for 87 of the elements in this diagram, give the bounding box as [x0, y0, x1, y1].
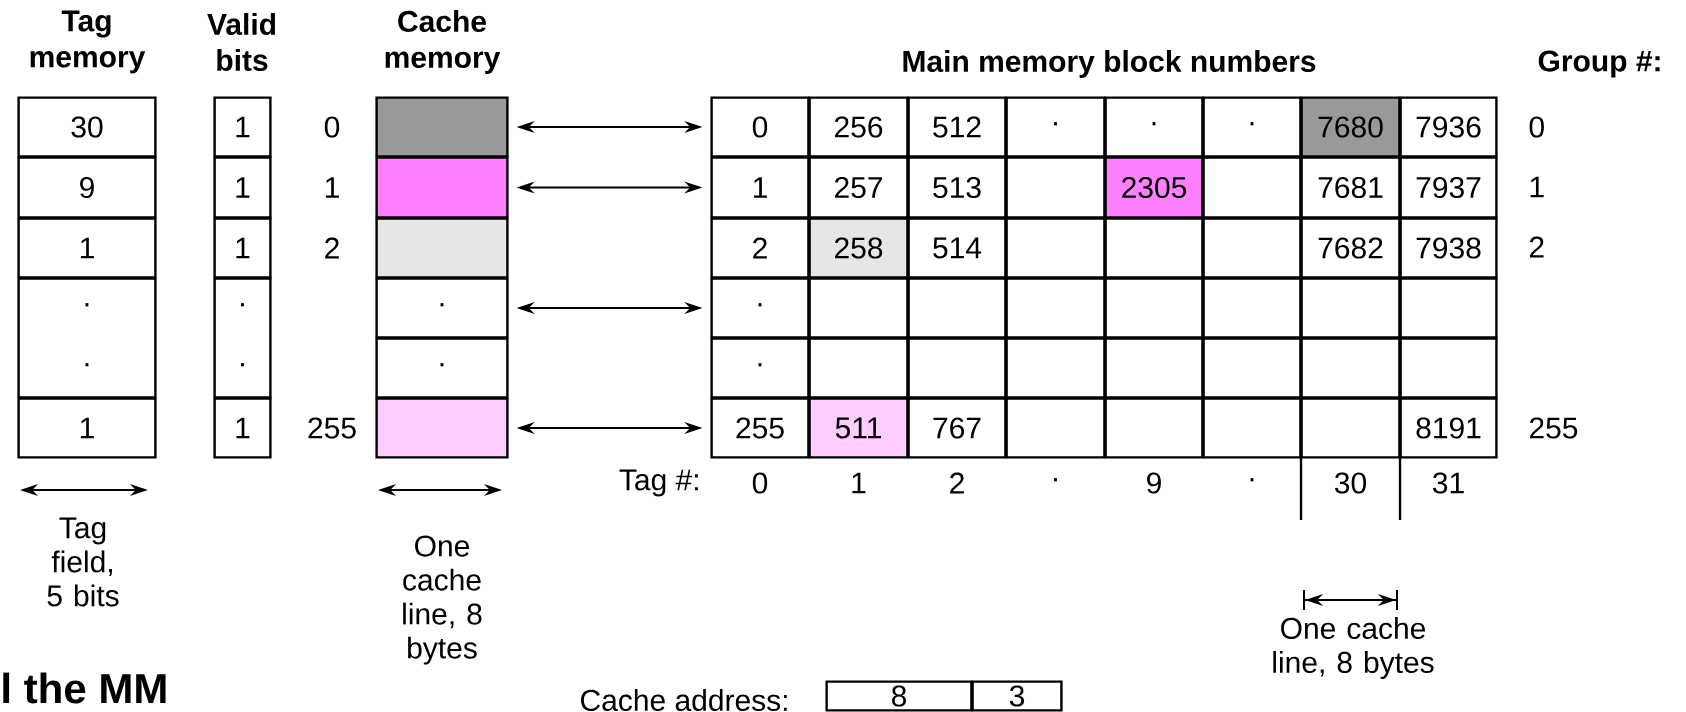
label: Cache address: [581, 689, 787, 711]
label: One cache line, 8 bytes [403, 535, 482, 665]
valid-bit-cell: 1 [213, 96, 272, 158]
memory-block-cell: 7938 [1399, 217, 1498, 279]
memory-block-cell [1202, 156, 1302, 219]
memory-block-cell [1202, 337, 1302, 399]
heading: l the MM [3, 672, 166, 704]
memory-block-cell [1104, 397, 1204, 459]
label: 1 [852, 472, 866, 494]
memory-block-cell: 513 [907, 156, 1007, 219]
memory-block-cell: 0 [710, 96, 810, 158]
memory-block-cell: 256 [808, 96, 909, 158]
memory-block-cell: 257 [808, 156, 909, 219]
column-heading: Cache memory [385, 10, 501, 74]
address-field-cell: 8 [825, 680, 973, 712]
memory-block-cell: 7682 [1300, 217, 1401, 279]
label: 2 [1529, 236, 1544, 258]
tag-cell: 30 [17, 96, 157, 158]
label: · [1054, 478, 1057, 482]
label: 9 [1147, 472, 1161, 494]
memory-block-cell [907, 337, 1007, 399]
memory-block-cell [1104, 337, 1204, 399]
memory-block-cell [1005, 397, 1106, 459]
memory-block-cell [1202, 217, 1302, 279]
column-heading: Tag memory [30, 10, 146, 74]
memory-block-cell [808, 277, 909, 339]
memory-block-cell [1005, 156, 1106, 219]
memory-block-cell [1300, 337, 1401, 399]
memory-block-cell: · [710, 277, 810, 339]
memory-block-cell: 258 [808, 217, 909, 279]
memory-block-cell [1300, 277, 1401, 339]
memory-block-cell: 7680 [1300, 96, 1401, 158]
memory-block-cell [1104, 217, 1204, 279]
memory-block-cell: · [710, 337, 810, 399]
label: Tag field, 5 bits [47, 517, 119, 607]
label: 30 [1334, 472, 1366, 494]
row-number: 255 [308, 417, 356, 439]
memory-block-cell [808, 337, 909, 399]
label: 0 [1529, 116, 1544, 138]
memory-block-cell [1104, 277, 1204, 339]
label: One cache line, 8 bytes [1273, 617, 1434, 679]
memory-block-cell: 2305 [1104, 156, 1204, 219]
memory-block-cell: 255 [710, 397, 810, 459]
memory-block-cell [1202, 277, 1302, 339]
row-number: 0 [324, 116, 340, 138]
label: 255 [1529, 417, 1578, 439]
memory-block-cell [1399, 337, 1498, 399]
memory-block-cell: 512 [907, 96, 1007, 158]
valid-bit-cell: 1 [213, 397, 272, 459]
column-heading: Main memory block numbers [903, 50, 1316, 78]
tag-cell: 1 [17, 397, 157, 459]
label: 1 [1530, 176, 1544, 198]
memory-block-cell [1300, 397, 1401, 459]
memory-block-cell [1005, 217, 1106, 279]
label: 31 [1432, 472, 1464, 494]
memory-block-cell: 7681 [1300, 156, 1401, 219]
memory-block-cell [907, 277, 1007, 339]
row-number: 1 [325, 177, 339, 198]
memory-block-cell [1005, 337, 1106, 399]
tag-cell: 1 [17, 217, 157, 279]
memory-block-cell: 1 [710, 156, 810, 219]
column-heading: Valid bits [207, 13, 276, 71]
memory-block-cell: 511 [808, 397, 909, 459]
memory-block-cell: 7936 [1399, 96, 1498, 158]
memory-block-cell: 7937 [1399, 156, 1498, 219]
tag-cell: · · [17, 277, 157, 399]
label: 0 [752, 472, 768, 494]
valid-bit-cell: · · [213, 277, 272, 399]
memory-block-cell: · [1005, 96, 1106, 158]
row-number: 2 [325, 237, 339, 259]
label: · [1250, 478, 1254, 482]
memory-block-cell [1202, 397, 1302, 459]
column-heading: Group #: [1538, 50, 1660, 78]
memory-block-cell: 8191 [1399, 397, 1498, 459]
memory-block-cell: · [1104, 96, 1204, 158]
address-field-cell: 3 [971, 680, 1063, 712]
memory-block-cell: · [1202, 96, 1302, 158]
memory-block-cell: 514 [907, 217, 1007, 279]
memory-block-cell [1005, 277, 1106, 339]
memory-block-cell [1399, 277, 1498, 339]
valid-bit-cell: 1 [213, 156, 272, 219]
valid-bit-cell: 1 [213, 217, 272, 279]
memory-block-cell: 767 [907, 397, 1007, 459]
label: 2 [950, 472, 964, 494]
label: Tag #: [619, 469, 698, 497]
tag-cell: 9 [17, 156, 157, 219]
memory-block-cell: 2 [710, 217, 810, 279]
